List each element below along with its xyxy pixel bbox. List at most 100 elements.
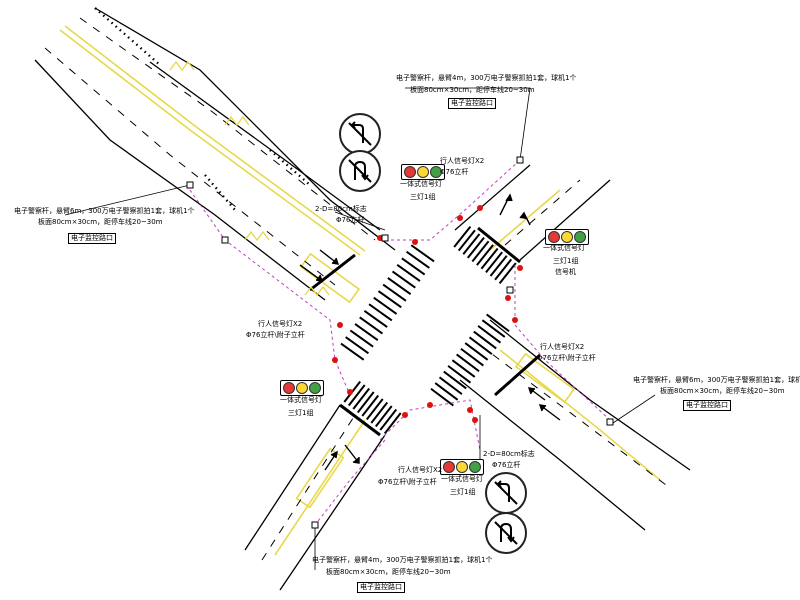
device-marker [427,402,433,408]
lamp-red [283,382,295,394]
no-left-turn-glyph [348,121,372,146]
leader-se [609,394,656,426]
zebra-s-stripe [347,384,366,407]
lamp-red [404,166,416,178]
device-marker [517,265,523,271]
zebra-crossings [340,226,517,435]
zebra-s-stripe [379,408,398,431]
road-edge-ne-right [519,179,611,261]
camera-icon [186,181,194,189]
yellow-line-nw [59,29,361,256]
arrow-sw-1 [324,450,338,471]
prohibit-slash [348,159,372,183]
no-u-turn-sign-icon [339,150,381,192]
label-controller: 信号机 [555,268,576,276]
zebra-n-stripe [494,258,513,281]
zebra-n-stripe [462,233,481,255]
label-pole-n: Φ76立杆 [440,168,469,176]
lamp-red [548,231,560,243]
camera-box-s: 电子监控路口 [357,582,405,593]
lane-dash-nw-2 [44,47,336,286]
road-edge-nw-inner [149,61,381,231]
zebra-n-stripe [485,251,503,274]
zebra-e-stripe [434,382,459,401]
device-marker [472,417,478,423]
zebra-e-stripe [477,325,502,344]
zebra-w-stripe [373,296,398,315]
zebra-w-stripe [382,283,407,302]
label-board-w: 板面80cm×30cm，距停车线20~30m [38,218,163,226]
zebra-e-stripe [486,313,510,333]
zebra-s-stripe [361,394,380,417]
label-sign-size-s: 2-D=80cm标志 [483,450,535,458]
label-board-s: 板面80cm×30cm，距停车线20~30m [326,568,451,576]
stop-line-ne [477,226,521,264]
label-pole-e: Φ76立杆\附子立杆 [537,354,596,362]
zebra-s-stripe [365,398,384,421]
no-u-turn-sign-icon [485,512,527,554]
label-pole-s: Φ76立杆\附子立杆 [378,478,437,486]
traffic-light-e [545,229,589,245]
lane-dash-ne [504,179,581,246]
arrow-se-2 [527,387,546,401]
zebra-s-stripe [383,412,402,435]
device-marker [512,317,518,323]
lane-dash-nw-1 [79,17,376,241]
yellow-line-se [499,349,661,481]
chevron-1 [169,60,195,72]
lane-dash-sw [261,414,356,561]
label-camera-ne: 电子警察杆，悬臂4m，300万电子警察抓拍1套，球机1个 [396,74,577,82]
road-edge-nw-bottom [34,59,326,301]
dotted-edges [94,7,311,211]
camera-box-ne: 电子监控路口 [448,98,496,109]
lamp-green [430,166,442,178]
devices [186,156,614,529]
zebra-e-stripe [438,376,463,395]
dotted-edge-nw-3 [204,174,236,211]
road-edge-ne-left [454,164,531,231]
lamp-yellow [417,166,429,178]
zebra-w-stripe [368,303,393,322]
camera-icon [506,286,514,294]
zebra-e-stripe [447,365,472,384]
camera-icon [381,234,389,242]
lamp-yellow [561,231,573,243]
device-marker [402,412,408,418]
prohibit-slash [348,122,372,146]
lamp-red [443,461,455,473]
label-three-lamp-w: 三灯1组 [288,409,314,417]
zebra-n-stripe [457,229,476,252]
traffic-light-w [280,380,324,396]
device-marker [477,205,483,211]
zebra-e-stripe [430,387,454,407]
stop-line-se [494,353,541,397]
dotted-edge-nw-2 [269,149,311,186]
label-three-lamp-n: 三灯1组 [410,193,436,201]
zebra-w-stripe [410,244,435,263]
camera-icon [311,521,319,529]
chevron-2 [224,115,250,127]
zebra-s-stripe [370,401,389,424]
arrow-nw-2 [299,264,324,282]
label-signal-w: 一体式信号灯 [280,396,322,404]
no-left-turn-sign-icon [485,472,527,514]
no-left-turn-sign-icon [339,113,381,155]
label-signal-s: 一体式信号灯 [441,475,483,483]
zebra-e-stripe [460,347,484,367]
arrow-nw-1 [319,249,340,265]
camera-icon [606,418,614,426]
device-marker [467,407,473,413]
label-camera-s: 电子警察杆，悬臂4m，300万电子警察抓拍1套，球机1个 [312,556,493,564]
zebra-e-stripe [451,359,476,378]
yellow-lines [59,25,661,556]
lane-arrows [299,193,561,471]
leader-lines [64,87,656,570]
no-u-turn-glyph [494,521,518,545]
zebra-e-stripe [456,353,480,373]
cable-routes [189,159,611,526]
yellow-box-se [514,352,576,404]
zebra-n-stripe [471,240,490,263]
zebra-n-stripe [467,236,485,259]
label-ped-s: 行人信号灯X2 [398,466,443,474]
zebra-n-stripe [453,226,472,248]
